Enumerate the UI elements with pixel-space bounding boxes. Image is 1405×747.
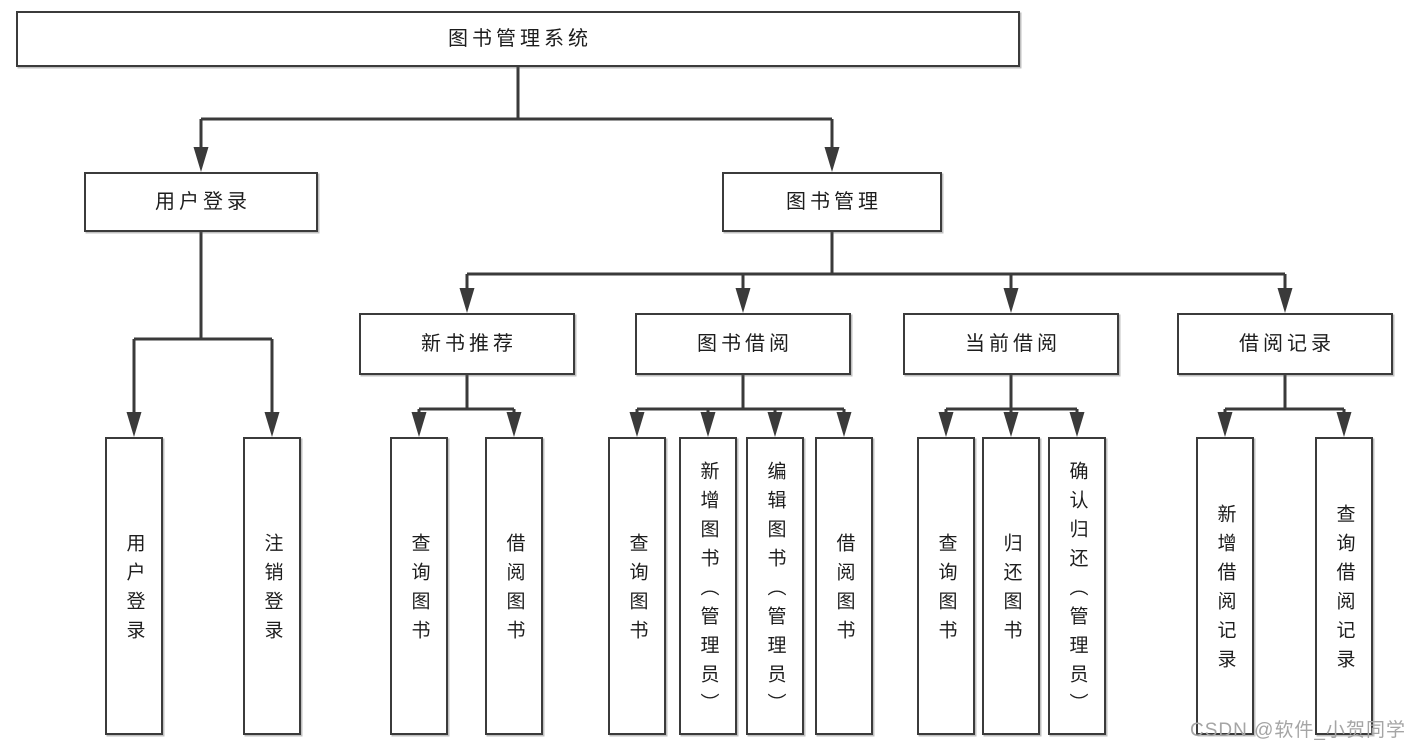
node-root-system: 图书管理系统 [16,11,1020,67]
node-label: 新书推荐 [421,333,517,355]
node-current-borrow: 当前借阅 [903,313,1119,375]
leaf-label: 查询图书 [626,533,648,649]
leaf-label: 用户登录 [123,533,145,649]
leaf-label: 查询图书 [408,533,430,649]
node-label: 图书管理 [786,191,882,213]
leaf-label: 新增借阅记录 [1214,504,1236,678]
arrow-heads [126,147,1352,437]
leaf-label: 查询借阅记录 [1333,504,1355,678]
leaf-label: 新增图书（管理员） [697,460,719,722]
node-borrow-records: 借阅记录 [1177,313,1393,375]
node-label: 图书管理系统 [448,28,592,50]
node-user-login: 用户登录 [84,172,318,232]
node-book-borrow: 图书借阅 [635,313,851,375]
leaf-confirm-return-admin: 确认归还（管理员） [1048,437,1106,735]
leaf-label: 借阅图书 [833,533,855,649]
node-label: 当前借阅 [965,333,1061,355]
leaf-label: 借阅图书 [503,533,525,649]
leaf-return-book: 归还图书 [982,437,1040,735]
leaf-query-books-recommend: 查询图书 [390,437,448,735]
leaf-query-books-current: 查询图书 [917,437,975,735]
node-new-book-recommend: 新书推荐 [359,313,575,375]
leaf-borrow-books-recommend: 借阅图书 [485,437,543,735]
leaf-edit-book-admin: 编辑图书（管理员） [746,437,804,735]
leaf-label: 注销登录 [261,533,283,649]
leaf-borrow-books: 借阅图书 [815,437,873,735]
leaf-label: 归还图书 [1000,533,1022,649]
node-label: 图书借阅 [697,333,793,355]
node-book-management: 图书管理 [722,172,942,232]
leaf-query-borrow-record: 查询借阅记录 [1315,437,1373,735]
leaf-logout: 注销登录 [243,437,301,735]
node-label: 借阅记录 [1239,333,1335,355]
leaf-label: 确认归还（管理员） [1066,460,1088,722]
leaf-add-borrow-record: 新增借阅记录 [1196,437,1254,735]
leaf-label: 查询图书 [935,533,957,649]
leaf-label: 编辑图书（管理员） [764,460,786,722]
leaf-query-books-borrow: 查询图书 [608,437,666,735]
leaf-user-login: 用户登录 [105,437,163,735]
csdn-watermark: CSDN @软件_小贺同学 [1190,720,1405,741]
leaf-add-book-admin: 新增图书（管理员） [679,437,737,735]
node-label: 用户登录 [155,191,251,213]
